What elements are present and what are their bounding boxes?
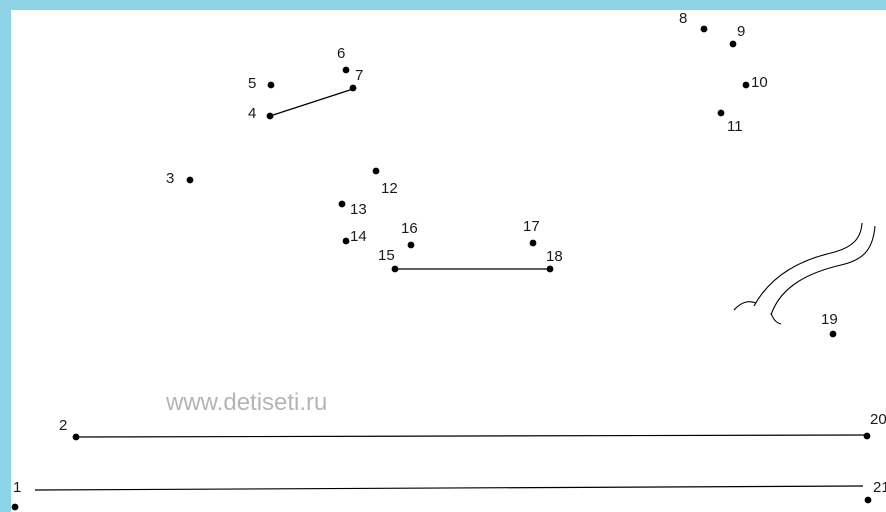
dot-16 (407, 241, 415, 249)
dot-2 (72, 433, 80, 441)
dot-17 (529, 239, 537, 247)
dot-label-9: 9 (737, 23, 745, 40)
dot-label-4: 4 (248, 105, 256, 122)
dot-19 (829, 330, 837, 338)
dot-label-16: 16 (401, 220, 418, 237)
tail-curve-inner (770, 225, 876, 316)
dot-12 (372, 167, 380, 175)
dot-label-7: 7 (355, 67, 363, 84)
dot-9 (729, 40, 737, 48)
tail-curve-outer (753, 222, 863, 307)
dot-label-11: 11 (727, 118, 743, 135)
dot-label-13: 13 (350, 201, 367, 218)
dot-14 (342, 237, 350, 245)
dot-label-20: 20 (870, 411, 886, 428)
tail-curl-left (733, 301, 757, 311)
dot-21 (864, 496, 872, 504)
dot-label-3: 3 (166, 170, 174, 187)
dot-1 (11, 503, 19, 511)
dot-18 (546, 265, 554, 273)
tail-outline (733, 222, 876, 325)
dot-15 (391, 265, 399, 273)
dot-3 (186, 176, 194, 184)
dot-label-14: 14 (350, 228, 367, 245)
dot-label-12: 12 (381, 180, 398, 197)
dot-label-5: 5 (248, 75, 256, 92)
segment-2-20 (75, 434, 868, 438)
dot-13 (338, 200, 346, 208)
dot-label-6: 6 (337, 45, 345, 62)
dot-label-18: 18 (546, 248, 563, 265)
dot-7 (349, 84, 357, 92)
dot-20 (863, 432, 871, 440)
dot-6 (342, 66, 350, 74)
dot-4 (266, 112, 274, 120)
dot-label-19: 19 (821, 311, 838, 328)
dot-11 (717, 109, 725, 117)
dot-label-2: 2 (59, 417, 67, 434)
dot-label-21: 21 (873, 479, 886, 496)
watermark-text: www.detiseti.ru (165, 389, 327, 416)
tail-curl-right (770, 312, 782, 325)
dot-label-15: 15 (378, 247, 395, 264)
dot-10 (742, 81, 750, 89)
dot-5 (267, 81, 275, 89)
dot-8 (700, 25, 708, 33)
dot-label-8: 8 (679, 10, 687, 27)
dot-label-10: 10 (751, 74, 768, 91)
segment-4-7 (269, 88, 354, 117)
dot-label-17: 17 (523, 218, 540, 235)
segment-1-21 (34, 485, 864, 491)
dot-label-1: 1 (13, 479, 21, 496)
